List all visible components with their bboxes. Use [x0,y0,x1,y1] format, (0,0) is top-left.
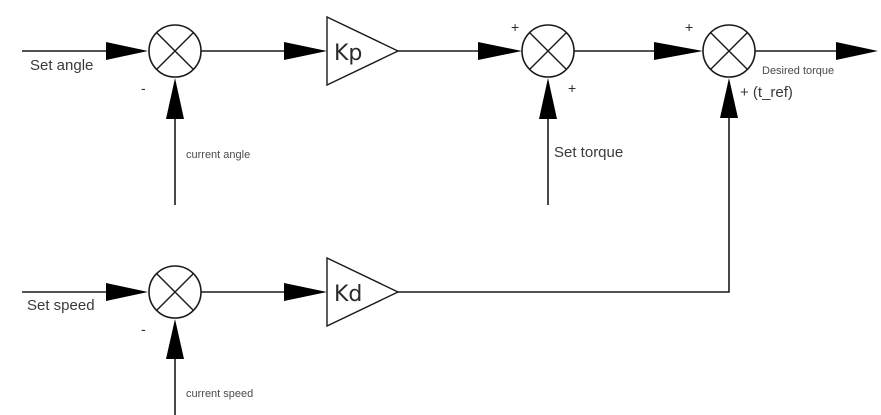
kd-output-wire [398,78,738,293]
desired-torque-output [755,42,878,60]
current-angle-label: current angle [186,149,250,161]
t-ref-label: + (t_ref) [740,84,793,101]
set-speed-input [22,283,148,301]
set-angle-input [22,42,148,60]
kd-gain-label: Kd [334,282,362,307]
kp-gain-label: Kp [334,41,362,66]
speed-feedback-sign: - [141,321,146,337]
torque-sum-junction [521,24,575,78]
set-speed-label: Set speed [27,297,95,314]
angle-error-wire [201,42,327,60]
torque-sum-output-wire [574,42,703,60]
current-speed-label: current speed [186,388,253,400]
angle-feedback-sign: - [141,80,146,96]
set-torque-input [539,78,557,205]
kp-gain-block [326,15,400,87]
kp-output-wire [398,42,522,60]
desired-torque-label: Desired torque [762,65,834,77]
kd-gain-block [326,256,400,328]
speed-sum-junction [148,265,202,319]
output-sum-left-sign: + [685,19,693,35]
current-angle-feedback [166,78,184,205]
speed-error-wire [201,283,327,301]
torque-sum-left-sign: + [511,19,519,35]
output-sum-junction [702,24,756,78]
set-torque-label: Set torque [554,144,623,161]
set-angle-label: Set angle [30,57,93,74]
torque-sum-bottom-sign: + [568,80,576,96]
angle-sum-junction [148,24,202,78]
current-speed-feedback [166,319,184,415]
